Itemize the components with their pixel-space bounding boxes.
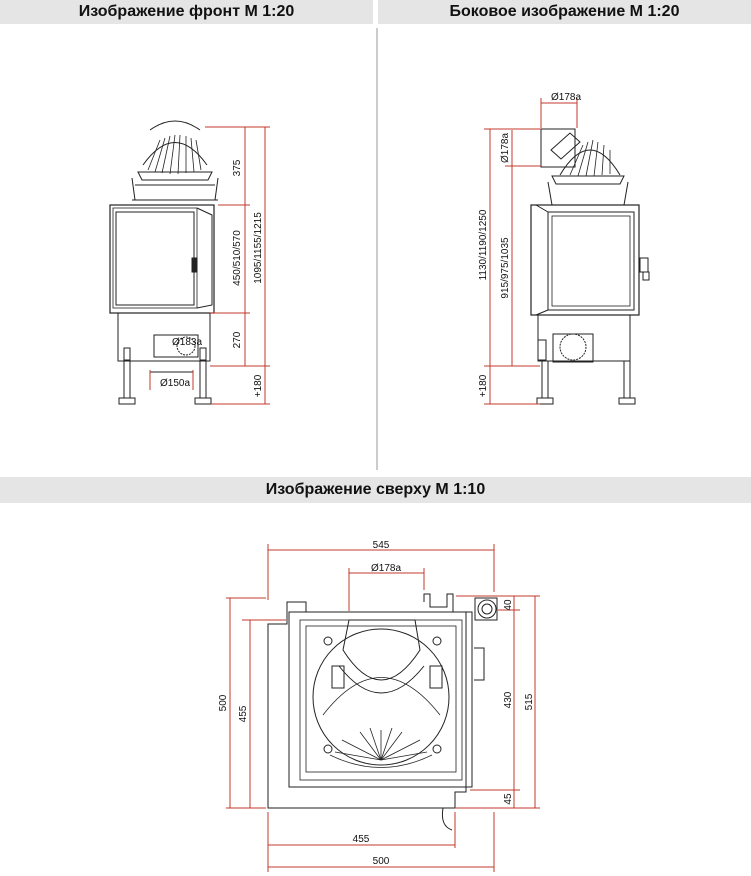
top-dim-40: 40 <box>503 599 514 611</box>
front-dome <box>142 142 208 166</box>
side-air-inlet <box>552 333 594 363</box>
side-dim-180: +180 <box>478 374 489 397</box>
top-pipe: Ø178a <box>371 563 401 574</box>
top-view-title: Изображение сверху M 1:10 <box>0 477 751 503</box>
front-air-inlet <box>153 334 199 358</box>
side-view-title: Боковое изображение M 1:20 <box>378 0 751 24</box>
top-flue-outlet <box>342 619 421 681</box>
top-dimensions <box>226 544 540 872</box>
side-dim-915: 915/975/1035 <box>500 237 511 299</box>
front-dim-270: 270 <box>232 331 243 348</box>
top-dim-515: 515 <box>524 693 535 710</box>
front-dim-375: 375 <box>232 159 243 176</box>
top-inner-frame <box>288 611 473 788</box>
top-dim-500-bottom: 500 <box>373 856 390 867</box>
front-dim-1095: 1095/1155/1215 <box>253 212 264 284</box>
side-pipe-left: Ø178a <box>500 133 511 163</box>
top-outer-body <box>267 601 467 809</box>
front-pipe-150: Ø150a <box>160 378 190 389</box>
top-dim-545: 545 <box>373 540 390 551</box>
side-pipe-top: Ø178a <box>551 92 581 103</box>
top-dim-455-left: 455 <box>238 705 249 722</box>
side-view <box>530 128 650 405</box>
front-pipe-183: Ø183a <box>172 337 202 348</box>
front-view-title: Изображение фронт M 1:20 <box>0 0 373 24</box>
top-round-chamber <box>312 628 450 766</box>
side-flue-pipe <box>540 128 576 168</box>
top-dim-45: 45 <box>503 793 514 805</box>
side-firebox <box>530 204 640 316</box>
front-firebox <box>109 204 215 314</box>
front-dim-450: 450/510/570 <box>232 230 243 286</box>
side-dimensions <box>484 98 578 405</box>
top-view <box>267 593 498 831</box>
front-view <box>109 120 219 405</box>
top-dim-500-left: 500 <box>218 694 229 711</box>
side-dome <box>559 149 621 176</box>
front-dim-180: +180 <box>253 374 264 397</box>
top-dim-455-bottom: 455 <box>353 834 370 845</box>
front-dimensions <box>149 126 270 405</box>
top-dim-430: 430 <box>503 691 514 708</box>
side-dim-1130: 1130/1190/1250 <box>478 209 489 280</box>
